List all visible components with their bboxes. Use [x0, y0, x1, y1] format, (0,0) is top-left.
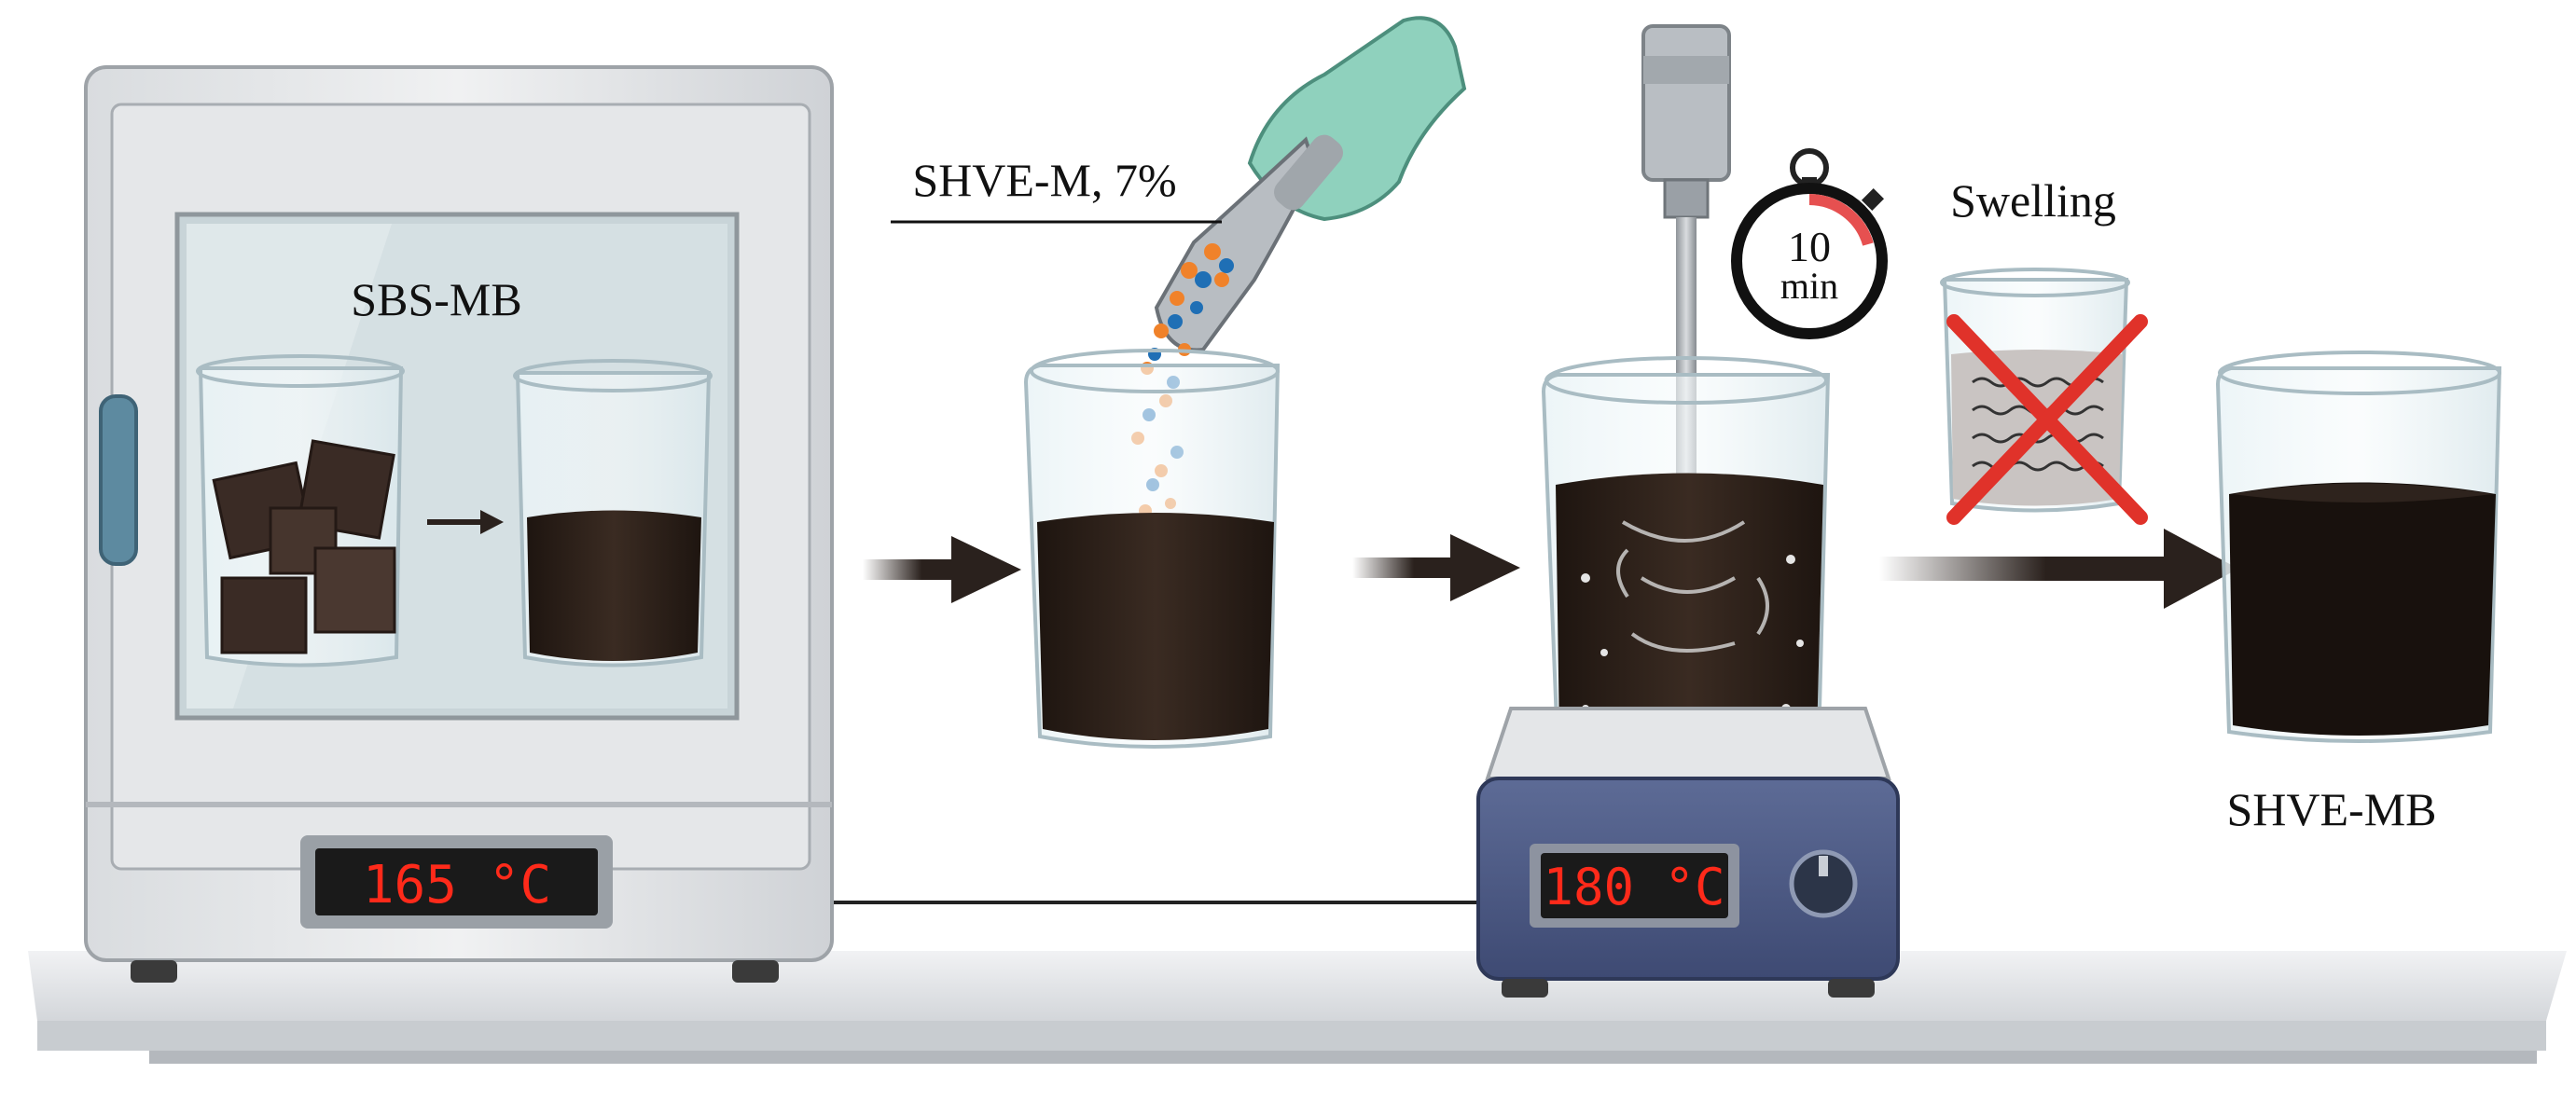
beaker-icon: [1026, 351, 1278, 747]
arrow-icon: [1879, 529, 2238, 609]
label-shve-mb: SHVE-MB: [2226, 783, 2436, 835]
hot-plate-icon: [1478, 709, 1898, 998]
beaker-icon: [198, 356, 403, 666]
hot-plate-temperature-display: 180 °C: [1543, 858, 1724, 916]
timer-unit: min: [1780, 265, 1838, 307]
arrow-icon: [863, 536, 1021, 603]
timer-value: 10: [1788, 223, 1831, 270]
label-swelling: Swelling: [1950, 174, 2116, 227]
arrow-icon: [1352, 534, 1520, 601]
label-additive: SHVE-M, 7%: [912, 154, 1176, 206]
beaker-icon: [515, 361, 711, 666]
oven-temperature-display: 165 °C: [363, 855, 551, 915]
beaker-icon: [2218, 352, 2500, 741]
beaker-icon: [1544, 358, 1828, 756]
label-sbs-mb: SBS-MB: [351, 273, 521, 325]
